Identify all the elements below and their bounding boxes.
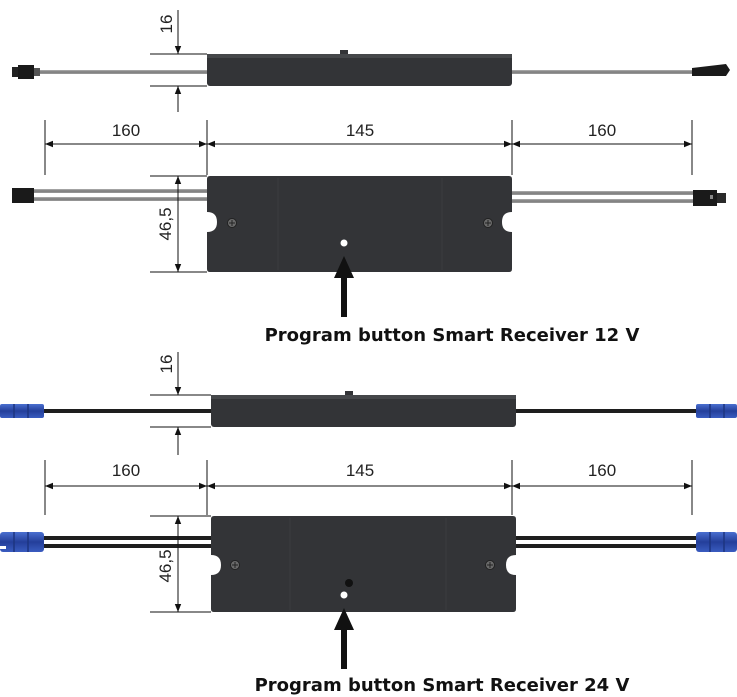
height-dimension-24v [150,352,211,455]
receiver-24v: 16 160 145 160 [0,352,737,696]
caption-24v: Program button Smart Receiver 24 V [255,675,630,696]
side-view-12v [12,50,730,86]
plug-male-connector-top [12,188,34,203]
screw-left [227,218,237,228]
receiver-12v: 16 160 145 160 [12,10,730,346]
program-button [340,239,348,247]
right-cable-label: 160 [588,121,616,140]
blue-connector-left-top [0,532,44,552]
top-view-12v [12,176,726,272]
blue-connector-left [0,404,44,418]
depth-dimension-12v [150,175,207,273]
body-width-label: 145 [346,121,374,140]
side-view-24v [0,391,737,427]
program-button-recess [345,579,353,587]
width-dimensions-24v [44,460,693,515]
width-dimensions-12v [44,120,693,175]
pointer-arrow-24v [334,608,354,669]
depth-dimension-24v [150,515,211,613]
program-button [340,591,348,599]
right-cable-label: 160 [588,461,616,480]
housing-top [207,176,512,272]
plug-female-connector-top [693,190,726,206]
housing-side [207,54,512,86]
housing-top [211,516,516,612]
side-cable-right [512,70,702,74]
body-width-label: 145 [346,461,374,480]
plug-male-connector [12,65,40,79]
pointer-arrow-12v [334,256,354,317]
height-label: 16 [157,15,176,34]
button-bump [340,50,348,54]
top-view-24v [0,516,737,612]
blue-connector-right [696,404,737,418]
blue-connector-right-top [696,532,737,552]
height-dimension-12v [150,10,207,112]
screw-left [230,560,240,570]
height-label: 16 [157,355,176,374]
left-cable-label: 160 [112,461,140,480]
depth-label: 46,5 [156,549,175,582]
caption-12v: Program button Smart Receiver 12 V [265,325,640,346]
screw-right [485,560,495,570]
screw-right [483,218,493,228]
plug-female-connector [692,64,730,76]
side-cable-left [32,70,208,74]
depth-label: 46,5 [156,207,175,240]
left-cable-label: 160 [112,121,140,140]
